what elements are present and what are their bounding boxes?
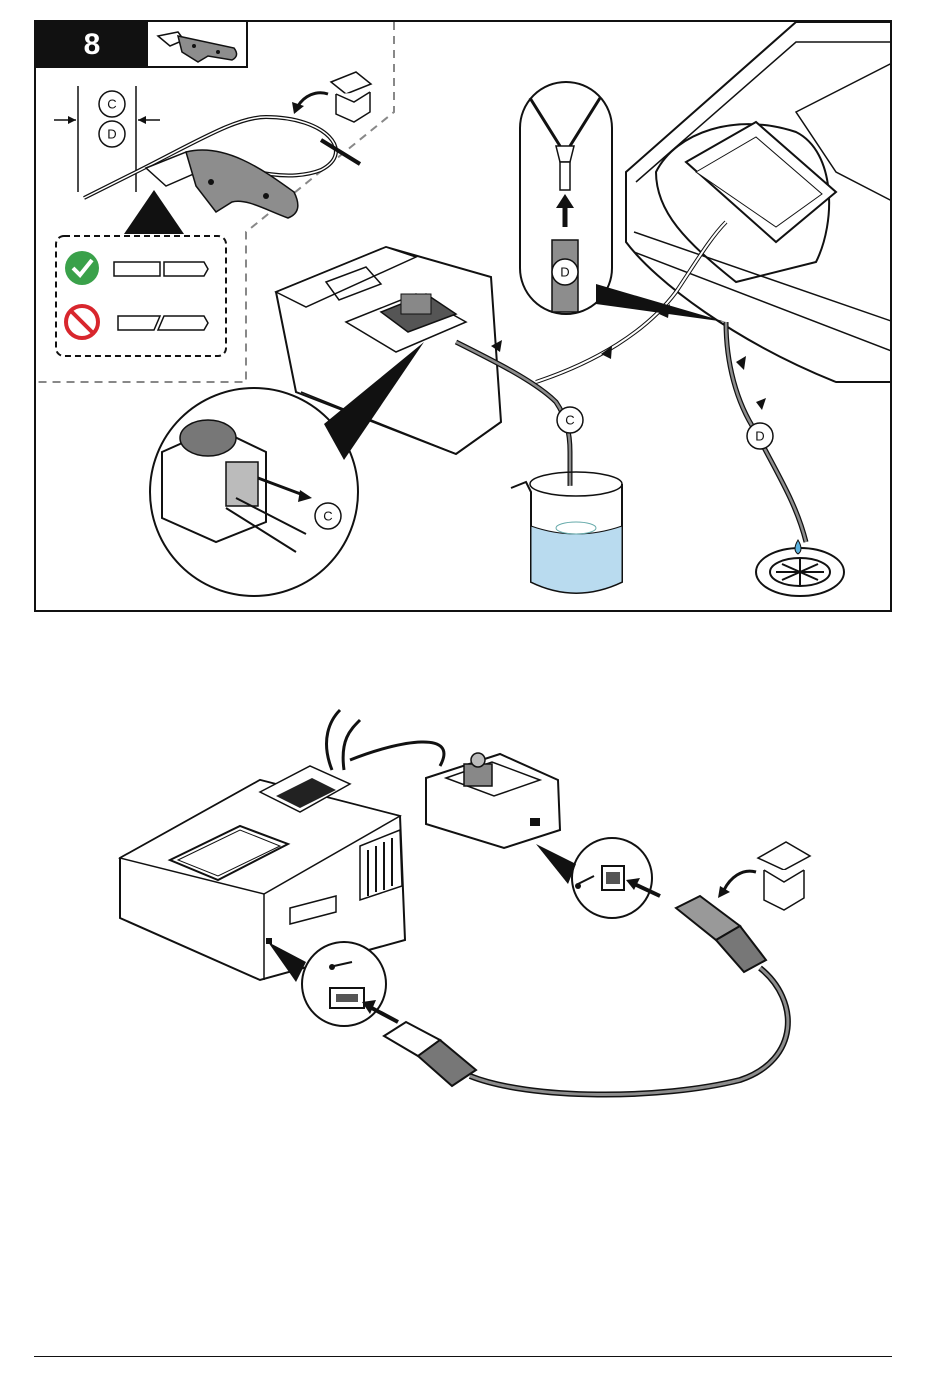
- usb-b-plug: [676, 896, 766, 972]
- usb-a-inset: [268, 942, 398, 1026]
- tube-c-label: C: [565, 413, 574, 428]
- pump-module-small: [426, 753, 560, 848]
- footer-rule: [34, 1356, 892, 1357]
- box-icon: [331, 72, 371, 122]
- label-c: C: [107, 97, 116, 112]
- usb-connection-illustration: [100, 700, 860, 1120]
- step-8-panel: 8 C D: [34, 20, 892, 612]
- box-icon-usb: [718, 842, 810, 910]
- usb-b-inset: [536, 838, 660, 918]
- label-d: D: [107, 127, 116, 142]
- tube-d-label: D: [755, 429, 764, 444]
- check-icon: [65, 251, 99, 285]
- beaker-icon: [511, 472, 622, 593]
- step-8-illustration: C D: [36, 22, 892, 612]
- cut-guide-box: [56, 236, 226, 356]
- connector-inset-c: C: [150, 342, 424, 596]
- cut-measurement: C D: [54, 72, 371, 234]
- usb-a-plug: [384, 1022, 476, 1086]
- spectrophotometer: [626, 22, 892, 382]
- inset-c-label: C: [323, 509, 332, 524]
- drain-icon: [756, 540, 844, 596]
- inset-d-label: D: [560, 265, 569, 280]
